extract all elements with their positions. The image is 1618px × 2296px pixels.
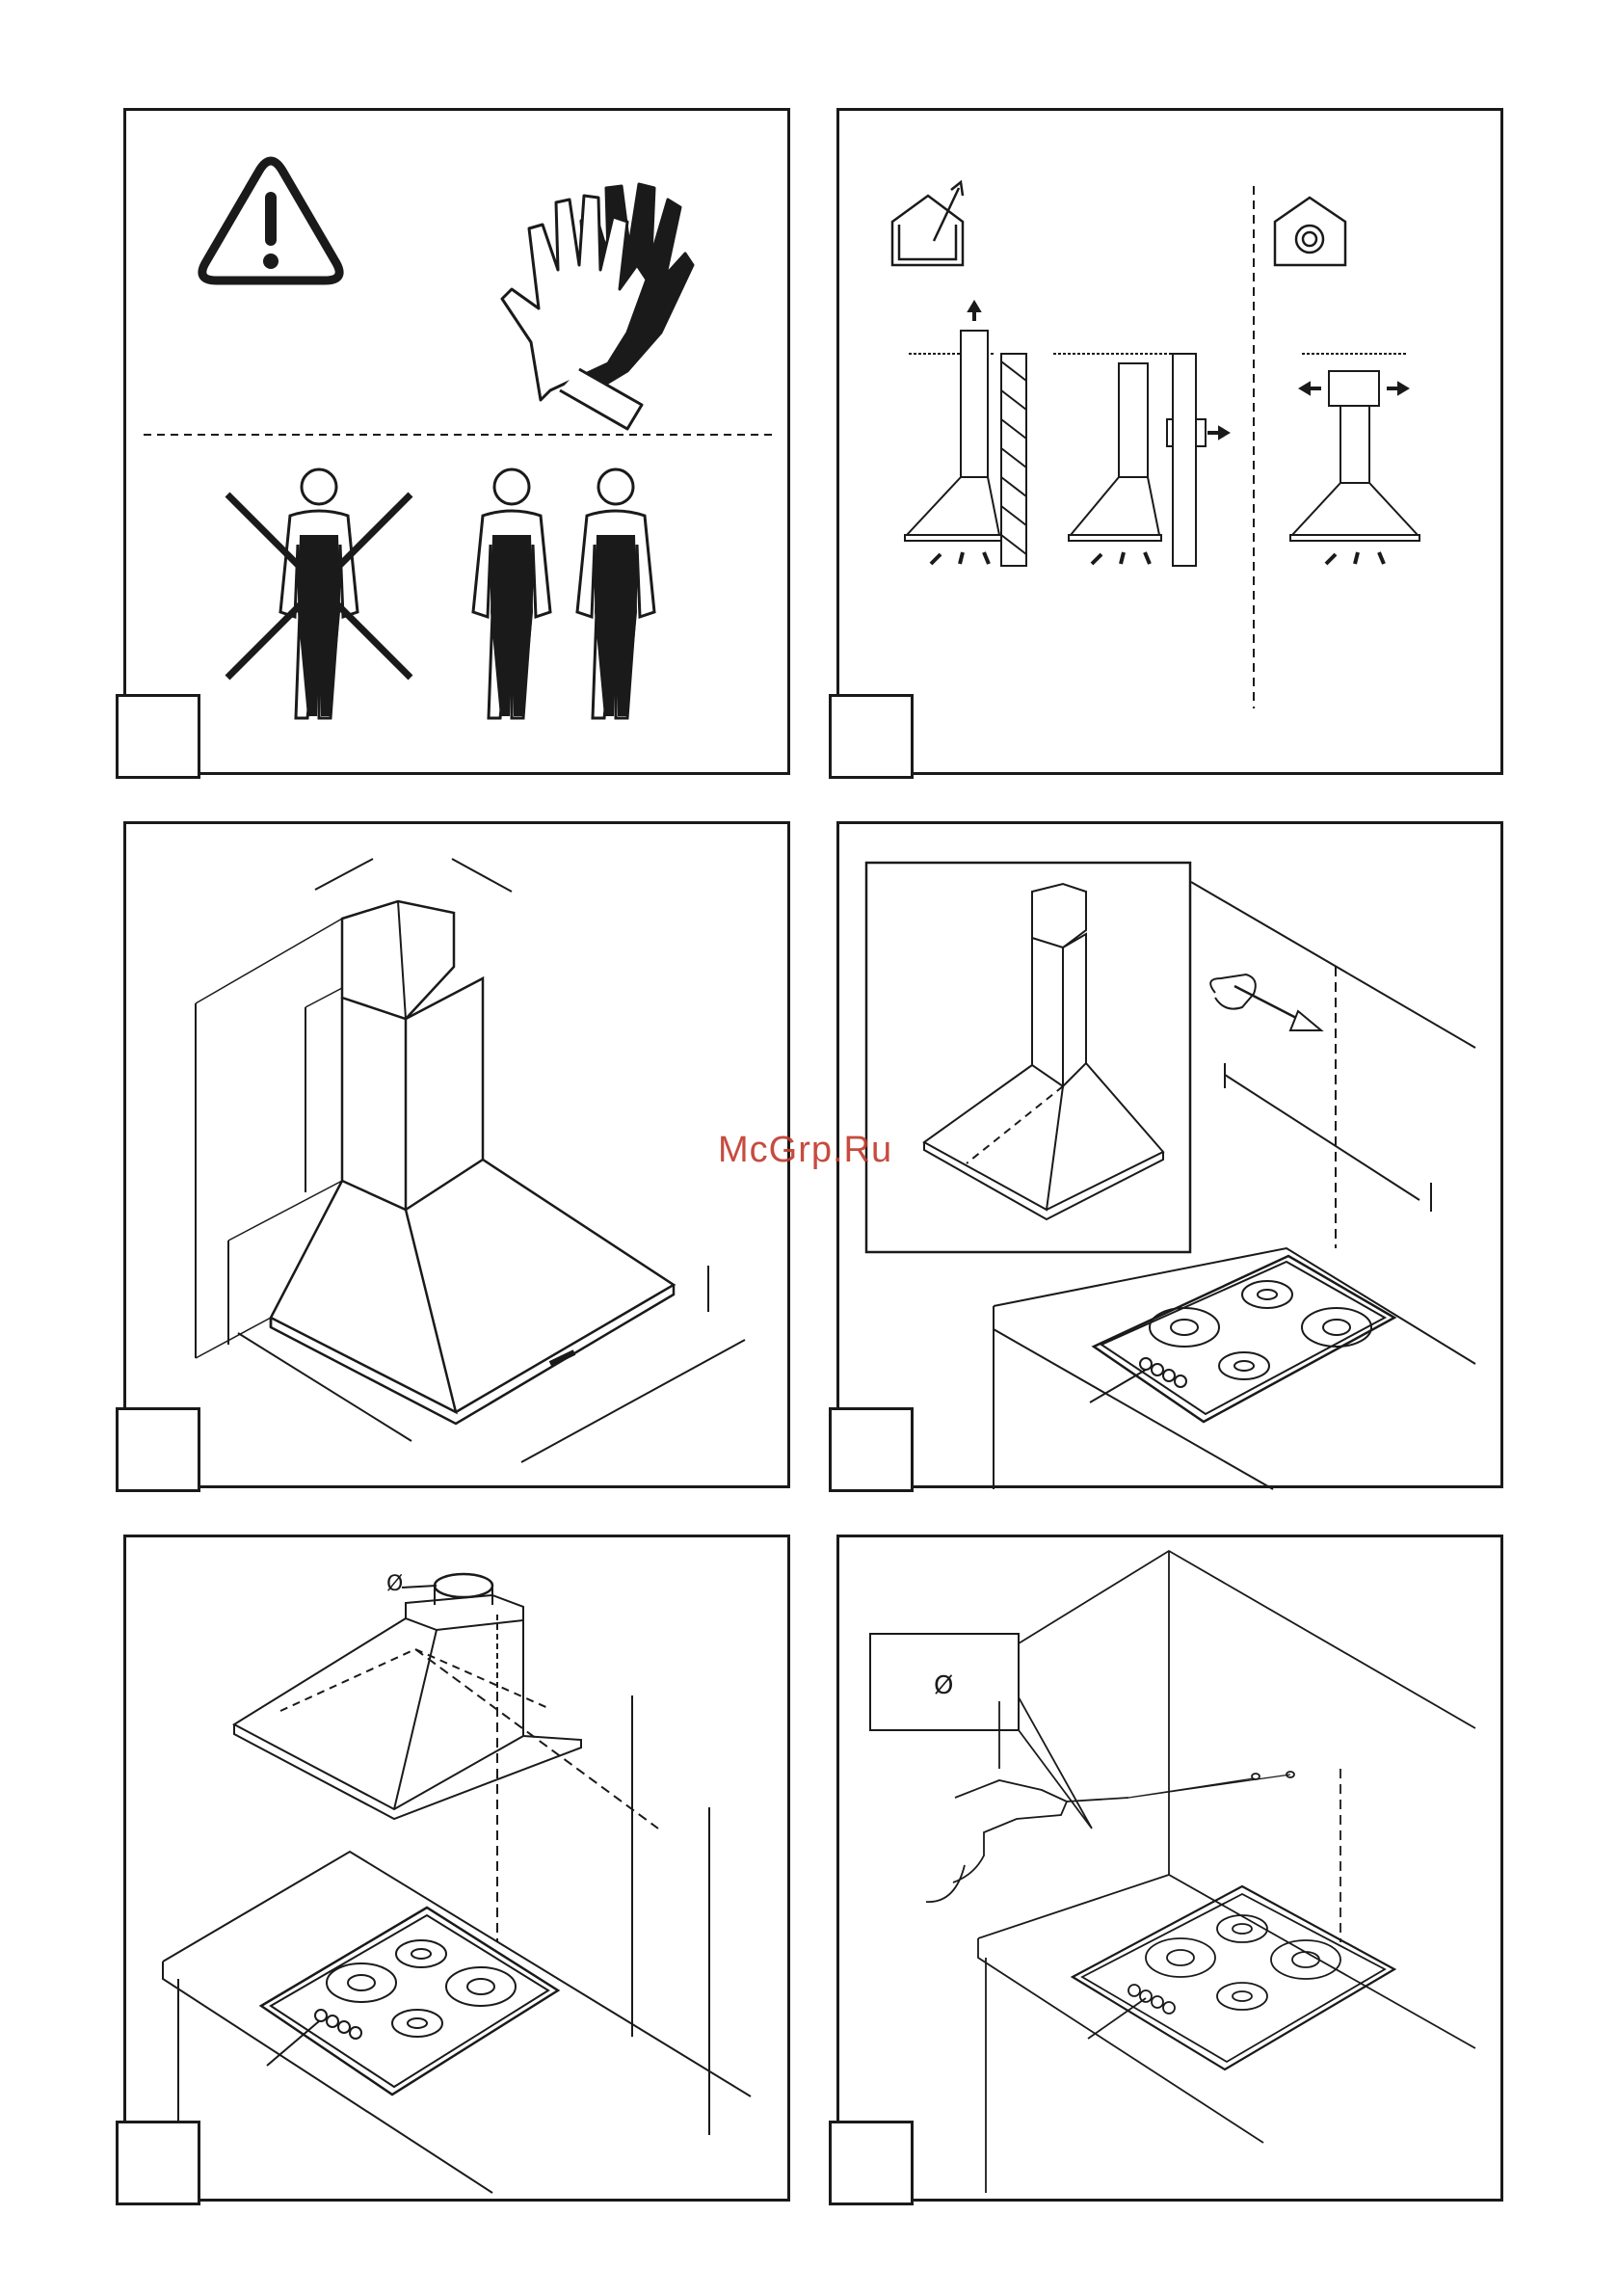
panel-number-box: [829, 694, 914, 779]
diameter-symbol: Ø: [934, 1671, 953, 1700]
recirculation-mode-icon: [1275, 198, 1345, 265]
panel-number-box: [829, 2121, 914, 2205]
hood-recirculation-drawing: [1290, 354, 1419, 564]
panel-drilling: Ø: [836, 1535, 1503, 2202]
hood-exhaust-top-drawing: [905, 302, 1026, 566]
hood-exhaust-side-drawing: [1053, 354, 1229, 566]
panel-number-box: [116, 1407, 200, 1492]
watermark: McGrp.Ru: [718, 1130, 892, 1171]
panel-marking: [836, 821, 1503, 1488]
panel-dimensions: [123, 821, 790, 1488]
panel-modes: [836, 108, 1503, 775]
one-person-crossed-icon: [227, 469, 411, 718]
safety-illustration: [126, 111, 793, 778]
panel-number-box: [116, 694, 200, 779]
hood-above-hob-drawing: Ø: [126, 1537, 793, 2204]
panel-height: Ø: [123, 1535, 790, 2202]
exhaust-mode-icon: [892, 182, 963, 265]
panel-number-box: [829, 1407, 914, 1492]
drilling-wall-drawing: Ø: [839, 1537, 1506, 2204]
warning-icon: [202, 161, 339, 280]
modes-illustration: [839, 111, 1506, 778]
gloves-icon: [502, 184, 693, 429]
marking-wall-drawing: [839, 824, 1506, 1491]
diameter-symbol: Ø: [386, 1572, 403, 1596]
two-persons-icon: [473, 469, 654, 718]
hood-dimensions-drawing: [126, 824, 793, 1491]
panel-number-box: [116, 2121, 200, 2205]
panel-safety: [123, 108, 790, 775]
